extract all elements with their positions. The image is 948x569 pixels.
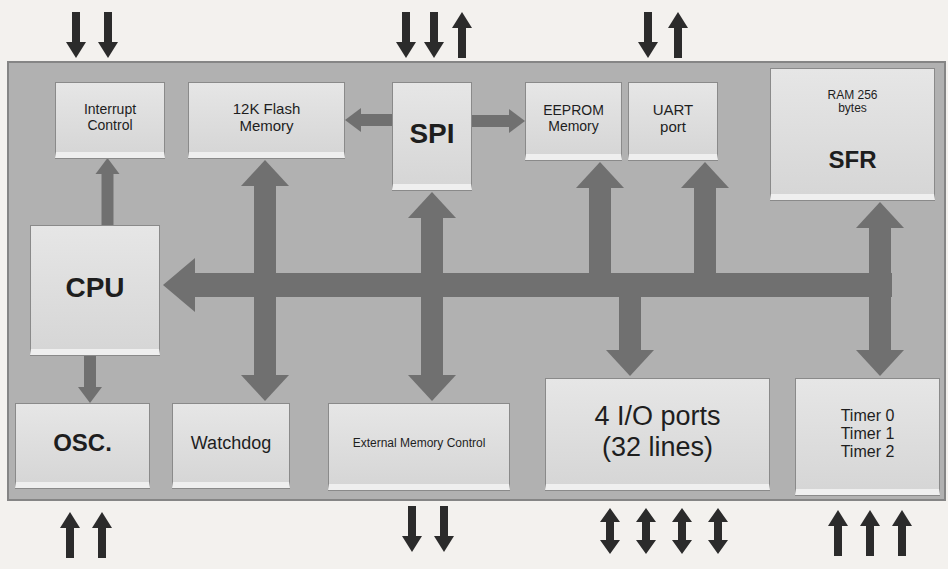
spi-block: SPI	[392, 82, 472, 190]
arrow-head	[96, 158, 120, 174]
block-label: Watchdog	[191, 433, 271, 453]
arrow-head	[345, 108, 361, 132]
block-label: Timer 2	[841, 443, 895, 461]
block-label: 4 I/O ports (32 lines)	[578, 401, 738, 461]
block-label: CPU	[65, 272, 124, 303]
block-label: Timer 0	[841, 407, 895, 425]
arrow-head	[509, 109, 525, 133]
block-label: SFR	[829, 147, 877, 174]
connector-line	[359, 114, 392, 126]
block-label: Timer 1	[841, 425, 895, 443]
ext-memory-block: External Memory Control	[328, 403, 510, 490]
block-label: UART port	[643, 102, 703, 136]
timer-block: Timer 0Timer 1Timer 2	[795, 378, 940, 495]
block-label: SPI	[409, 118, 454, 149]
connector-line	[472, 115, 511, 127]
block-label: OSC.	[53, 430, 112, 457]
block-label: External Memory Control	[353, 437, 486, 450]
connector-arrow	[345, 108, 392, 132]
uart-block: UART port	[628, 82, 718, 160]
connector-arrow	[472, 109, 525, 133]
ram-block: RAM 256 bytesSFR	[770, 68, 935, 200]
arrow-head	[78, 387, 102, 403]
watchdog-block: Watchdog	[172, 403, 290, 488]
connector-line	[102, 172, 114, 225]
io-ports-block: 4 I/O ports (32 lines)	[545, 378, 770, 490]
osc-block: OSC.	[15, 403, 150, 488]
connector-arrow	[78, 355, 102, 403]
block-label: EEPROM Memory	[538, 103, 610, 134]
block-label: RAM 256 bytes	[818, 89, 888, 116]
block-label: Interrupt Control	[70, 102, 150, 133]
eeprom-block: EEPROM Memory	[525, 82, 622, 160]
flash-block: 12K Flash Memory	[188, 82, 345, 158]
chip-panel	[8, 62, 945, 500]
connector-arrow	[96, 158, 120, 225]
interrupt-block: Interrupt Control	[55, 82, 165, 158]
connector-line	[84, 355, 96, 389]
cpu-block: CPU	[30, 225, 160, 355]
block-label: 12K Flash Memory	[221, 101, 313, 135]
